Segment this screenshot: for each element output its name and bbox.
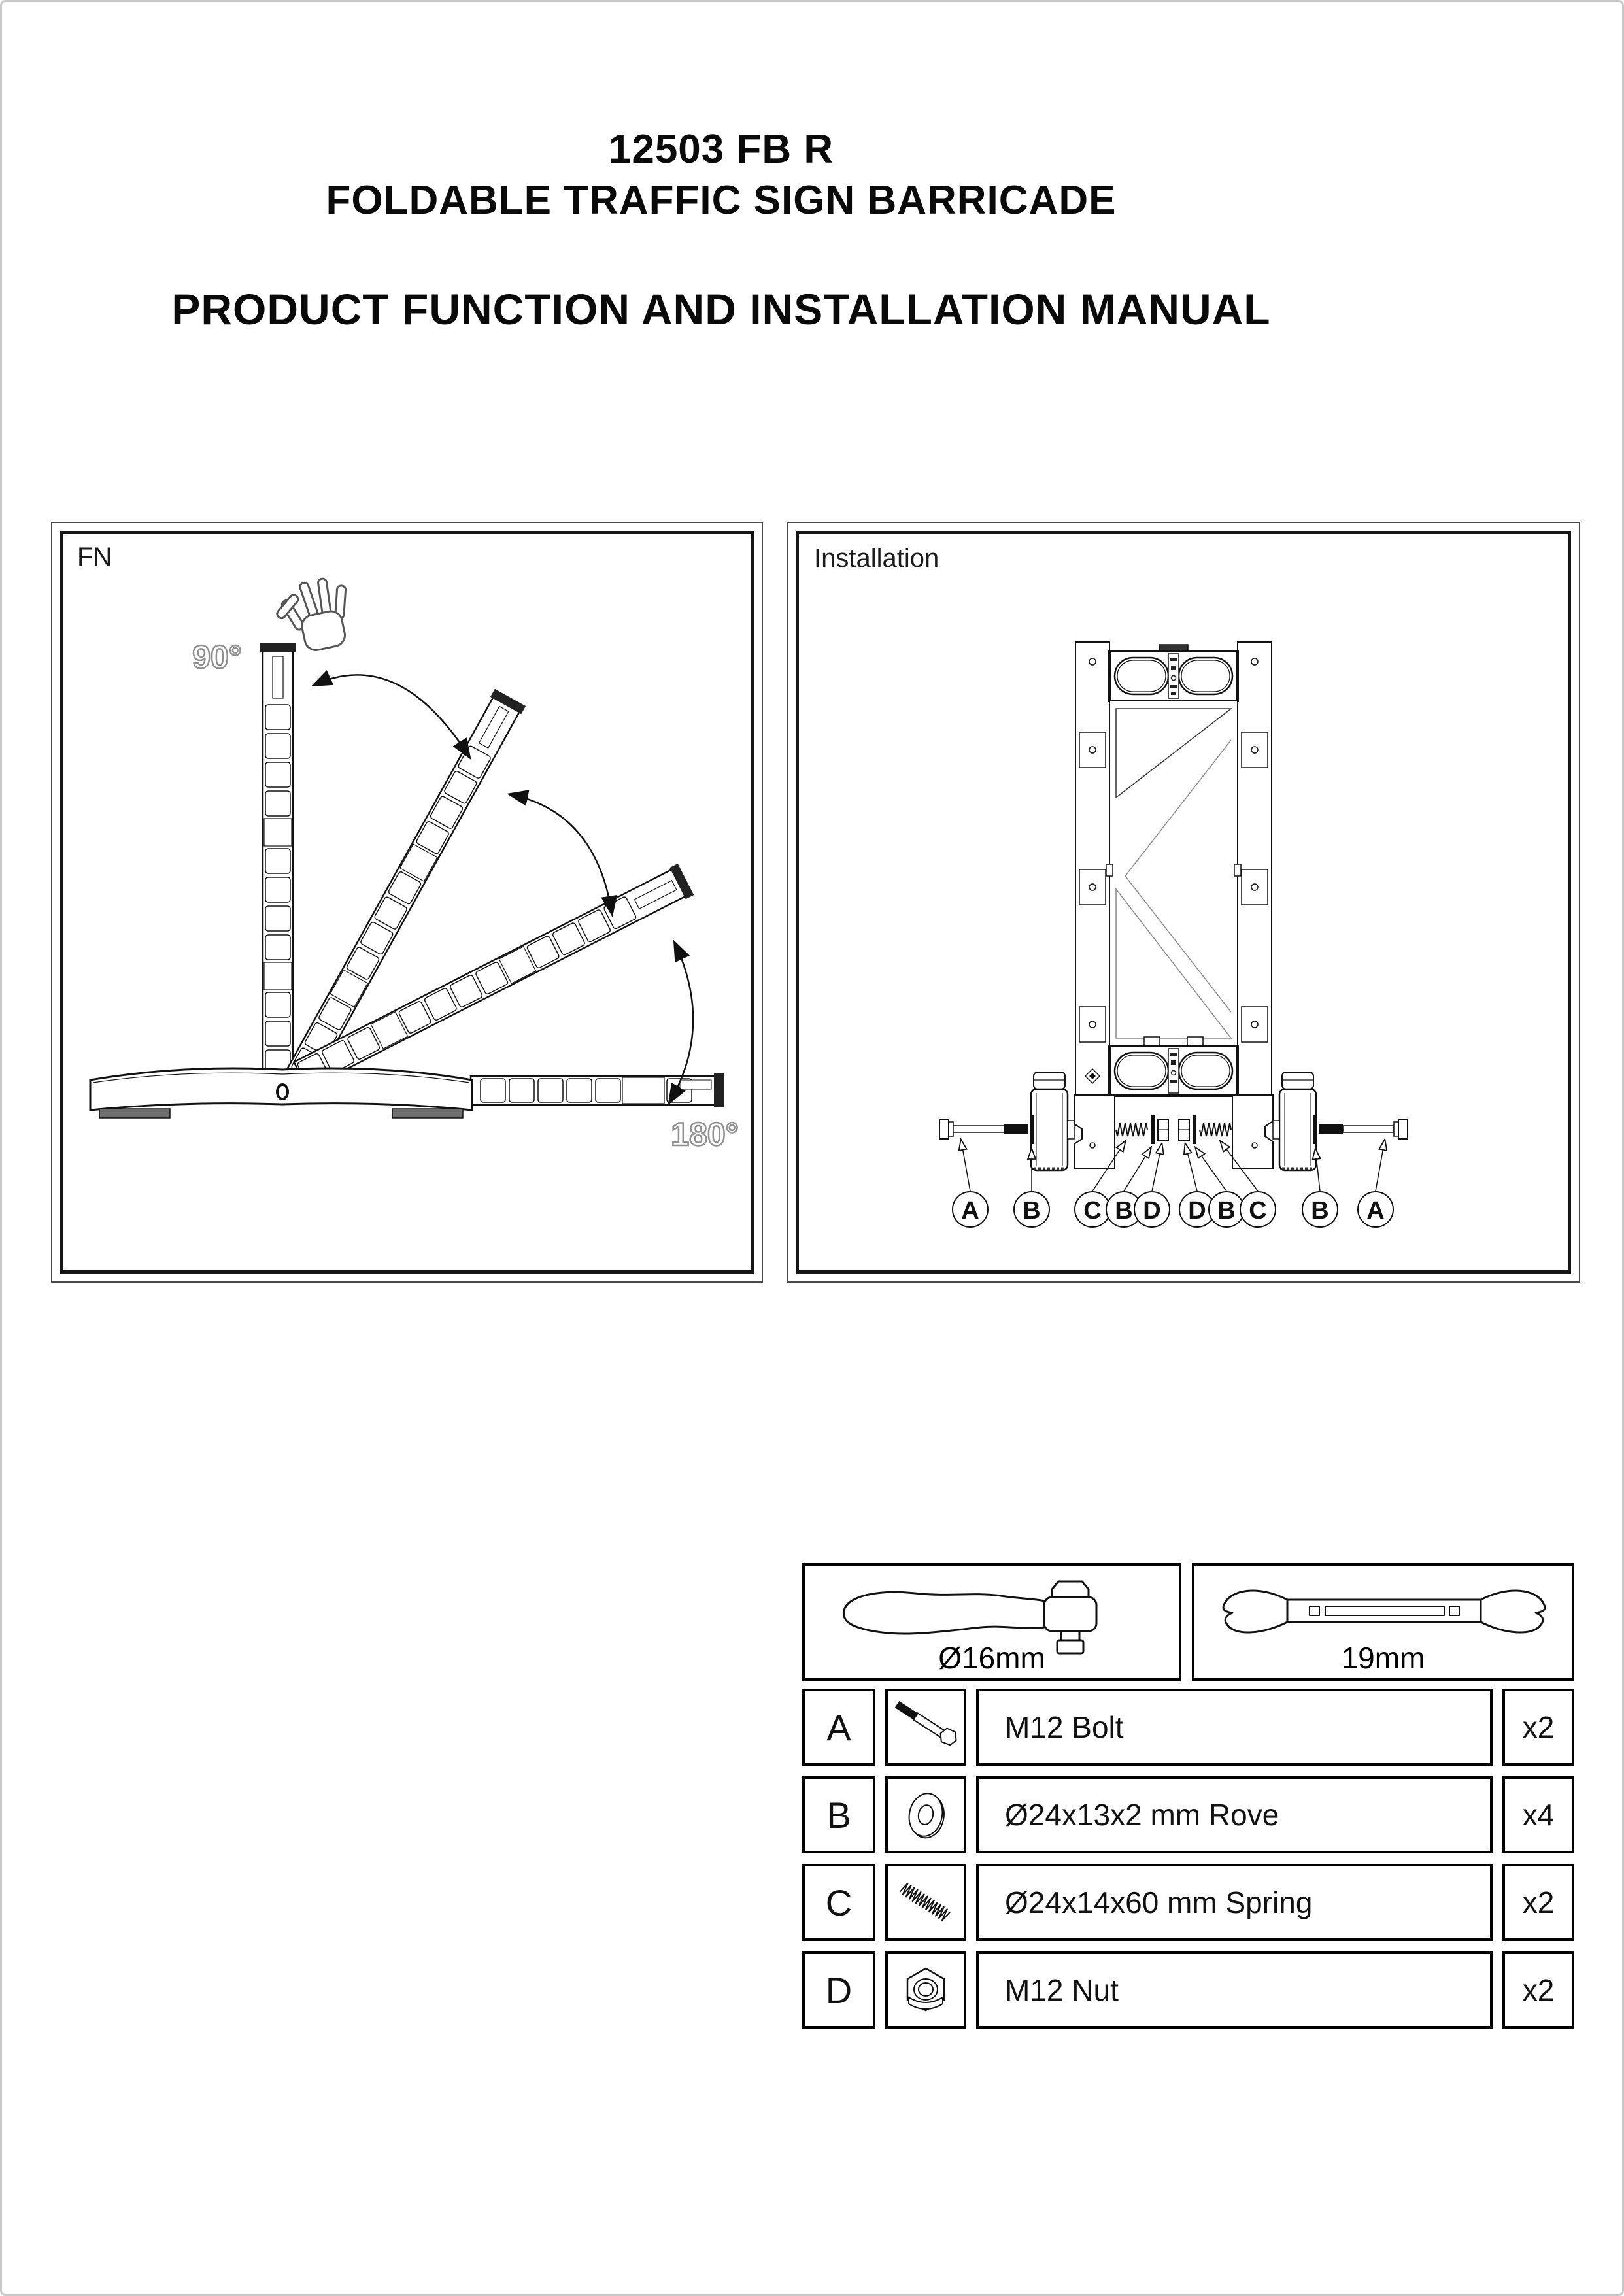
barricade-sign-assembly (1074, 641, 1274, 1169)
callout-label: D (1188, 1197, 1206, 1224)
manual-subtitle: PRODUCT FUNCTION AND INSTALLATION MANUAL (171, 285, 1271, 333)
fastener-hardware (939, 1115, 1408, 1144)
part-row-c-description: Ø24x14x60 mm Spring (976, 1864, 1493, 1941)
part-row-a-letter: A (802, 1689, 875, 1766)
angle-180-label: 180° (671, 1116, 738, 1153)
callout-leaders (958, 1137, 1388, 1192)
fn-panel-inner-border (60, 531, 754, 1274)
brand-diamond-icon (1084, 1068, 1101, 1085)
barricade-arm-180deg (469, 1073, 724, 1107)
installation-panel: Installation (787, 522, 1580, 1283)
product-code-title: 12503 FB R (608, 127, 834, 172)
part-row-b-icon-cell (885, 1776, 966, 1853)
callout-label: B (1311, 1197, 1328, 1224)
part-row-c-letter: C (802, 1864, 875, 1941)
barricade-arm-90deg (259, 642, 297, 1077)
callout-label: C (1083, 1197, 1101, 1224)
fn-panel-label: FN (77, 543, 112, 571)
callout-label: B (1115, 1197, 1132, 1224)
installation-exploded-diagram: A B C B D D B C B A (939, 641, 1408, 1228)
hex-bolt-icon (894, 1700, 957, 1746)
tool-box-open-end-wrench: 19mm (1192, 1563, 1574, 1681)
open-end-wrench-icon (1222, 1589, 1546, 1634)
open-hand-icon (276, 577, 347, 651)
part-row-d-letter: D (802, 1951, 875, 2029)
part-row-b-description: Ø24x13x2 mm Rove (976, 1776, 1493, 1853)
tool-box-socket-wrench: Ø16mm (802, 1563, 1181, 1681)
fold-motion-arrows (311, 670, 694, 1106)
callout-label: A (1366, 1197, 1384, 1224)
socket-wrench-size-label: Ø16mm (938, 1641, 1045, 1675)
part-row-c-quantity: x2 (1502, 1864, 1574, 1941)
callout-label: A (961, 1197, 979, 1224)
fn-folding-diagram: 90° 180° (89, 577, 739, 1153)
part-row-b-letter: B (802, 1776, 875, 1853)
callout-label: D (1143, 1197, 1160, 1224)
part-row-d-quantity: x2 (1502, 1951, 1574, 2029)
installation-panel-inner-border (796, 531, 1571, 1274)
wheel-assemblies (1030, 1072, 1317, 1172)
part-row-d-description: M12 Nut (976, 1951, 1493, 2029)
part-row-a-quantity: x2 (1502, 1689, 1574, 1766)
angle-90-label: 90° (192, 639, 242, 675)
part-row-a-description: M12 Bolt (976, 1689, 1493, 1766)
part-row-c-icon-cell (885, 1864, 966, 1941)
callout-label: C (1249, 1197, 1266, 1224)
spring-icon (899, 1882, 951, 1921)
callout-label: B (1217, 1197, 1235, 1224)
ratchet-socket-wrench-icon (842, 1580, 1098, 1655)
part-row-a-icon-cell (885, 1689, 966, 1766)
open-end-wrench-size-label: 19mm (1341, 1641, 1425, 1675)
callout-bubbles: A B C B D D B C B A (952, 1191, 1394, 1228)
product-name-title: FOLDABLE TRAFFIC SIGN BARRICADE (326, 178, 1117, 223)
fn-function-panel: FN (51, 522, 763, 1283)
part-row-b-quantity: x4 (1502, 1776, 1574, 1853)
part-row-d-icon-cell (885, 1951, 966, 2029)
hex-nut-icon (906, 1967, 945, 2012)
barricade-base (89, 1067, 473, 1119)
installation-panel-label: Installation (814, 544, 939, 573)
washer-icon (908, 1793, 945, 1839)
callout-label: B (1023, 1197, 1040, 1224)
